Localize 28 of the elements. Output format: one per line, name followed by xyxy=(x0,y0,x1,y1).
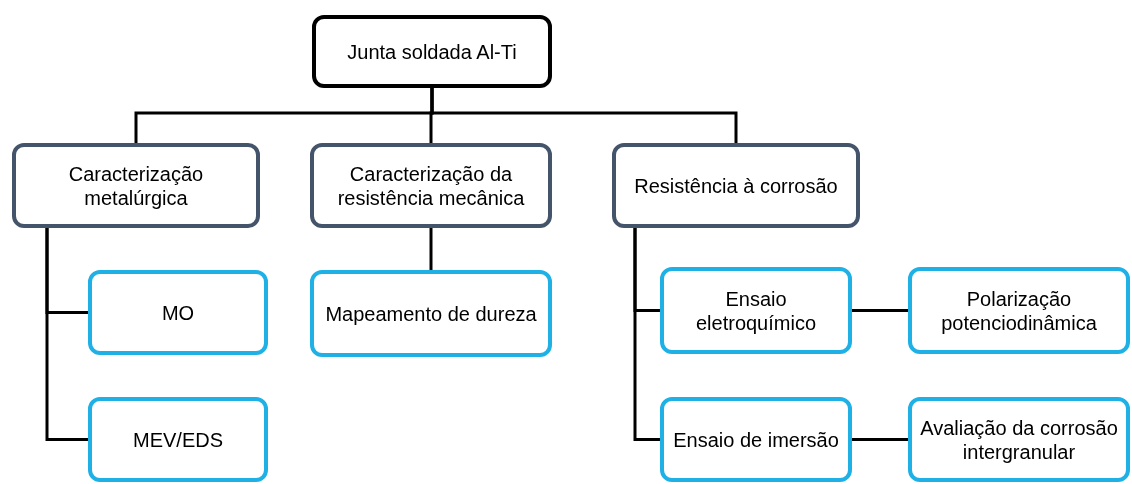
method-box xyxy=(88,397,268,482)
box-label: Ensaio eletroquímico xyxy=(694,286,818,335)
box-label: Resistência à corrosão xyxy=(634,173,838,198)
connector-line xyxy=(633,228,660,441)
box-label: MO xyxy=(161,300,195,325)
box-label: MEV/EDS xyxy=(133,427,223,452)
box-label: Avaliação da corrosão intergranular xyxy=(919,415,1119,464)
box-label: Caracterização da resistência mecânica xyxy=(336,161,526,210)
category-box xyxy=(12,143,260,228)
connector-line xyxy=(430,88,738,143)
box-label: Polarização potenciodinâmica xyxy=(940,286,1098,335)
category-box xyxy=(612,143,860,228)
connector-line xyxy=(852,309,908,312)
connector-line xyxy=(45,228,88,441)
connector-line xyxy=(852,438,908,441)
method-box xyxy=(660,397,852,482)
method-box xyxy=(310,270,552,357)
category-box xyxy=(312,15,552,88)
method-box xyxy=(908,397,1130,482)
connector-line xyxy=(429,228,433,270)
box-label: Caracterização metalúrgica xyxy=(67,161,205,210)
box-label: Mapeamento de dureza xyxy=(325,301,537,326)
method-box xyxy=(660,267,852,354)
method-box xyxy=(908,267,1130,354)
category-box xyxy=(310,143,552,228)
method-box xyxy=(88,270,268,355)
box-label: Junta soldada Al-Ti xyxy=(347,39,517,64)
box-label: Ensaio de imersão xyxy=(673,427,839,452)
